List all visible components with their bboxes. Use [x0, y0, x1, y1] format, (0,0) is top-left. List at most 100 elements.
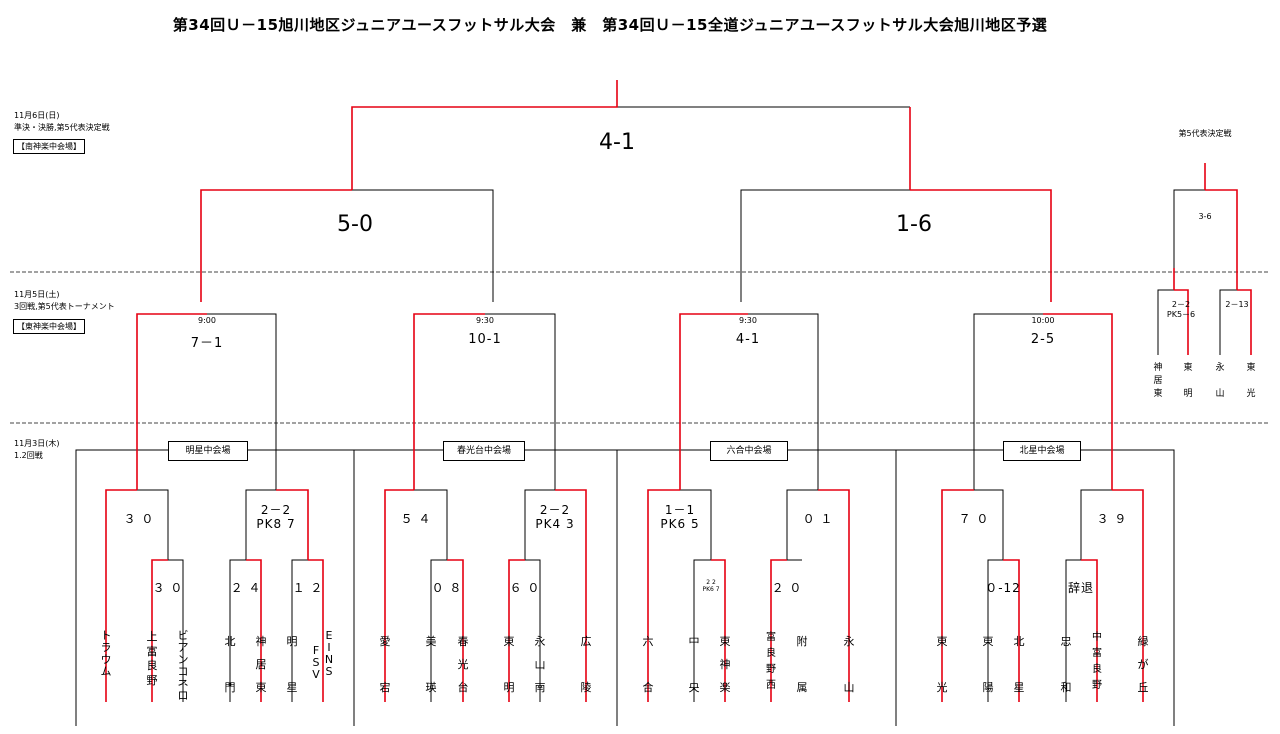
fifth-title: 第5代表決定戦: [1178, 129, 1232, 138]
bracket-line: [105, 489, 137, 702]
r2-score: ３ ０: [123, 512, 155, 526]
r1-score: ２ ０: [771, 581, 803, 595]
fifth-team-name: 神 居 東: [1153, 363, 1163, 399]
team-name: 愛 宕: [379, 635, 391, 694]
venue-rokugo: 六合中会場: [710, 441, 788, 461]
day2-date: 11月5日(土): [14, 290, 60, 299]
r3-time: 9:30: [739, 316, 757, 325]
bracket-line: [1219, 289, 1237, 355]
r2-score: ３ ９: [1096, 512, 1128, 526]
bracket-line: [1080, 489, 1112, 560]
bracket-line: [1043, 313, 1113, 490]
bracket-line: [352, 189, 494, 302]
r2-score: ５ ４: [400, 512, 432, 526]
bracket-line: [1205, 189, 1238, 268]
day1-date: 11月3日(木): [14, 439, 60, 448]
bracket-line: [200, 189, 352, 302]
team-name: ト ラ ウ ム: [100, 629, 112, 678]
bracket-line: [308, 559, 324, 702]
bracket-line: [413, 313, 485, 490]
bracket-line: [818, 489, 850, 702]
fifth-final-score: 3-6: [1198, 212, 1212, 221]
r3-score: 10-1: [468, 332, 502, 347]
bracket-line: [524, 489, 555, 560]
bracket-line: [680, 489, 712, 560]
day3-date: 11月6日(日): [14, 111, 60, 120]
bracket-line: [1065, 559, 1081, 702]
page-title: 第34回Ｕ－15旭川地区ジュニアユースフットサル大会 兼 第34回Ｕ－15全道ジ…: [172, 16, 1048, 34]
bracket-line: [910, 189, 1052, 302]
day2-desc: 3回戦,第5代表トーナメント: [14, 302, 115, 311]
r1-score: １ ２: [292, 581, 324, 595]
final-score: 4-1: [599, 130, 635, 155]
team-name: 附 属: [796, 635, 808, 694]
bracket-line: [647, 489, 680, 702]
r1-score: ６ ０: [509, 581, 541, 595]
bracket-line: [525, 559, 541, 702]
bracket-line: [711, 559, 726, 702]
semi-left-score: 5-0: [337, 212, 373, 237]
fifth-team-name: 永 山: [1215, 363, 1225, 399]
team-name: 中 央: [688, 635, 700, 694]
semi-right-score: 1-6: [896, 212, 932, 237]
bracket-line: [136, 313, 207, 490]
bracket-line: [447, 559, 464, 702]
day3-venue: 【南神楽中会場】: [13, 139, 85, 154]
bracket-line: [941, 489, 974, 702]
bracket-line: [485, 313, 556, 490]
fifth-right-score: 2－13: [1225, 300, 1249, 309]
bracket-line: [75, 449, 1175, 726]
bracket-line: [1174, 289, 1189, 355]
bracket-line: [1157, 289, 1174, 355]
bracket-line: [770, 559, 787, 702]
team-name: 神 居 東: [255, 635, 267, 694]
bracket-line: [1003, 559, 1020, 702]
bracket-line: [291, 559, 308, 702]
r3-score: 7－1: [190, 336, 224, 351]
venue-hokusei: 北星中会場: [1003, 441, 1081, 461]
bracket-line: [1173, 189, 1205, 268]
bracket-line: [229, 559, 246, 702]
day1-desc: 1.2回戦: [14, 451, 43, 460]
team-name: 北 門: [224, 635, 236, 694]
bracket-line: [384, 489, 414, 702]
team-name: 東 陽: [982, 635, 994, 694]
fifth-team-name: 東 光: [1246, 363, 1256, 399]
team-name: 北 星: [1013, 635, 1025, 694]
bracket-line: [137, 489, 169, 560]
team-name: 富 良 野 西: [766, 632, 776, 691]
r3-score: 4-1: [735, 332, 761, 347]
bracket-line: [276, 489, 309, 560]
bracket-line: [555, 489, 587, 702]
bracket-line: [246, 559, 262, 702]
r2-score: 2－2 PK4 3: [535, 503, 575, 531]
bracket-line: [786, 489, 818, 560]
r3-time: 9:00: [198, 316, 216, 325]
bracket-line: [430, 559, 447, 702]
venue-meisei: 明星中会場: [168, 441, 248, 461]
bracket-line: [414, 489, 448, 560]
bracket-line: [974, 489, 1004, 560]
team-name: F S V: [312, 644, 320, 681]
team-name: E I N S: [324, 629, 334, 678]
team-name: 上 富 良 野: [146, 630, 158, 687]
bracket-line: [1081, 559, 1098, 702]
team-name: 中 富 良 野: [1092, 632, 1102, 691]
bracket-line: [679, 313, 748, 490]
team-name: 美 瑛: [425, 635, 437, 694]
r1-score: 2 2 PK6 7: [702, 579, 720, 593]
bracket-line: [693, 559, 711, 702]
bracket-line: [168, 559, 184, 702]
day2-venue: 【東神楽中会場】: [13, 319, 85, 334]
r3-time: 10:00: [1031, 316, 1055, 325]
r1-score: 辞退: [1067, 581, 1095, 595]
r1-score: ３ ０: [152, 581, 184, 595]
r2-score: 1－1 PK6 5: [660, 503, 700, 531]
team-name: 東 光: [936, 635, 948, 694]
bracket-line: [207, 313, 277, 490]
bracket-line: [740, 189, 910, 302]
team-name: 永 山: [843, 635, 855, 694]
bracket-line: [748, 313, 819, 490]
day3-desc: 準決・決勝,第5代表決定戦: [14, 123, 110, 132]
